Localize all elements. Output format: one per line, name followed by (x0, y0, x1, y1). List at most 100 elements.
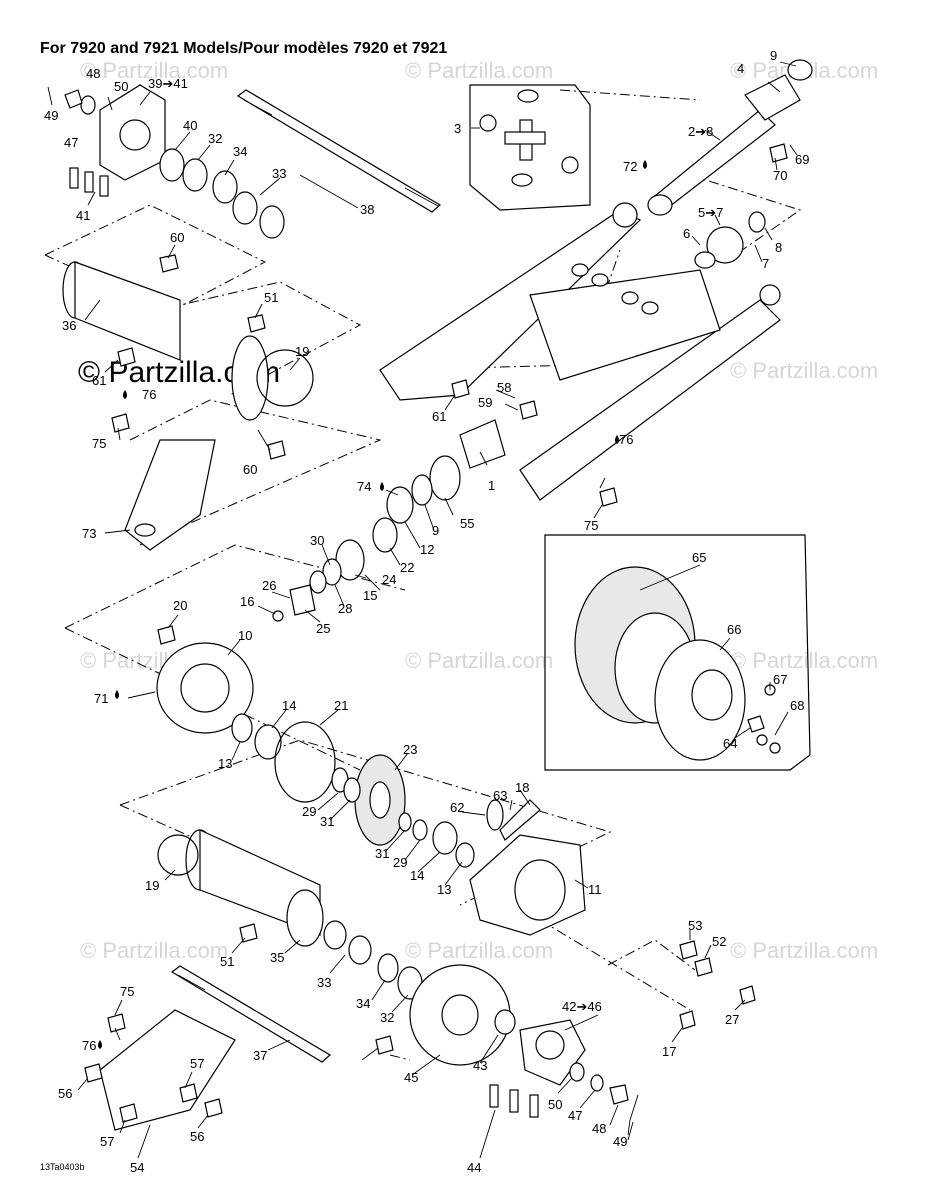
callout-50-upper: 50 (114, 79, 128, 94)
callout-43: 43 (473, 1058, 487, 1073)
differential-housing (156, 642, 336, 803)
callout-71: 71 (94, 691, 108, 706)
callout-32-upper: 32 (208, 131, 222, 146)
callout-57-upper: 57 (190, 1056, 204, 1071)
callout-23: 23 (403, 742, 417, 757)
leader-lines (77, 61, 798, 1159)
callout-labels: 1 2➔8 3 4 5➔7 6 7 8 9 9 10 11 12 13 13 1… (44, 48, 809, 1175)
wheel-hub-lower (489, 1019, 629, 1118)
callout-75-lower: 75 (120, 984, 134, 999)
callout-74: 74 (357, 479, 371, 494)
callout-42-46: 42➔46 (562, 999, 602, 1014)
watermark-text: © Partzilla.com (730, 938, 878, 963)
callout-29-upper: 29 (302, 804, 316, 819)
callout-48-lower: 48 (592, 1121, 606, 1136)
callout-59: 59 (478, 395, 492, 410)
callout-17: 17 (662, 1044, 676, 1059)
differential-cover (398, 799, 586, 936)
callout-21: 21 (334, 698, 348, 713)
callout-76-right: 76 (619, 432, 633, 447)
hardware-fasteners (47, 86, 788, 1123)
callout-19-upper: 19 (295, 344, 309, 359)
skid-plate (99, 1009, 236, 1131)
callout-48-upper: 48 (86, 66, 100, 81)
watermark-text: © Partzilla.com (80, 938, 228, 963)
callout-57-lower: 57 (100, 1134, 114, 1149)
callout-54: 54 (130, 1160, 144, 1175)
callout-70: 70 (773, 168, 787, 183)
callout-13-lower: 13 (437, 882, 451, 897)
callout-58: 58 (497, 380, 511, 395)
callout-60-upper: 60 (170, 230, 184, 245)
callout-61-left: 61 (92, 373, 106, 388)
universal-joint-kit-inset (469, 84, 591, 211)
callout-67: 67 (773, 672, 787, 687)
drawing-reference: 13Ta0403b (40, 1162, 85, 1172)
callout-61-right: 61 (432, 409, 446, 424)
callout-13-upper: 13 (218, 756, 232, 771)
watermark-text: © Partzilla.com (730, 358, 878, 383)
callout-9-pinion: 9 (432, 523, 439, 538)
callout-7: 7 (762, 256, 769, 271)
callout-29-lower: 29 (393, 855, 407, 870)
swing-arm-frame (379, 202, 781, 501)
callout-15: 15 (363, 588, 377, 603)
callout-64: 64 (723, 736, 737, 751)
callout-34-lower: 34 (356, 996, 370, 1011)
callout-68: 68 (790, 698, 804, 713)
callout-45: 45 (404, 1070, 418, 1085)
callout-41: 41 (76, 208, 90, 223)
callout-6: 6 (683, 226, 690, 241)
callout-47-lower: 47 (568, 1108, 582, 1123)
ring-gear (331, 754, 406, 846)
callout-20: 20 (173, 598, 187, 613)
callout-55: 55 (460, 516, 474, 531)
callout-30: 30 (310, 533, 324, 548)
callout-2-8: 2➔8 (688, 124, 713, 139)
drive-shaft (647, 59, 813, 269)
callout-10: 10 (238, 628, 252, 643)
callout-62: 62 (450, 800, 464, 815)
callout-1: 1 (488, 478, 495, 493)
callout-3: 3 (454, 121, 461, 136)
callout-14-upper: 14 (282, 698, 296, 713)
callout-69: 69 (795, 152, 809, 167)
watermark-text: © Partzilla.com (405, 58, 553, 83)
wheel-hub-upper (64, 84, 285, 239)
callout-51-lower: 51 (220, 954, 234, 969)
callout-16: 16 (240, 594, 254, 609)
callout-66: 66 (727, 622, 741, 637)
callout-4: 4 (737, 61, 744, 76)
watermark-text: © Partzilla.com (80, 58, 228, 83)
callout-44: 44 (467, 1160, 481, 1175)
callout-72: 72 (623, 159, 637, 174)
callout-49-lower: 49 (613, 1134, 627, 1149)
callout-75-right: 75 (584, 518, 598, 533)
callout-47-upper: 47 (64, 135, 78, 150)
axle-shaft-lower (170, 965, 332, 1063)
callout-26: 26 (262, 578, 276, 593)
callout-32-lower: 32 (380, 1010, 394, 1025)
watermark-text: © Partzilla.com (730, 648, 878, 673)
callout-56-right: 56 (190, 1129, 204, 1144)
mounting-bracket (124, 439, 216, 551)
callout-11: 11 (588, 882, 602, 897)
callout-33-upper: 33 (272, 166, 286, 181)
callout-35: 35 (270, 950, 284, 965)
callout-73: 73 (82, 526, 96, 541)
axle-housing-lower (157, 829, 423, 1000)
pinion-components (272, 419, 506, 622)
callout-25: 25 (316, 621, 330, 636)
lubricant-drop-icons (98, 160, 647, 1049)
wheel-tire-inset (544, 534, 811, 771)
callout-27: 27 (725, 1012, 739, 1027)
callout-76-upper: 76 (142, 387, 156, 402)
callout-49-upper: 49 (44, 108, 58, 123)
callout-31-lower: 31 (375, 846, 389, 861)
callout-36: 36 (62, 318, 76, 333)
callout-75-upper: 75 (92, 436, 106, 451)
callout-60-lower: 60 (243, 462, 257, 477)
callout-39-41: 39➔41 (148, 76, 188, 91)
callout-22: 22 (400, 560, 414, 575)
